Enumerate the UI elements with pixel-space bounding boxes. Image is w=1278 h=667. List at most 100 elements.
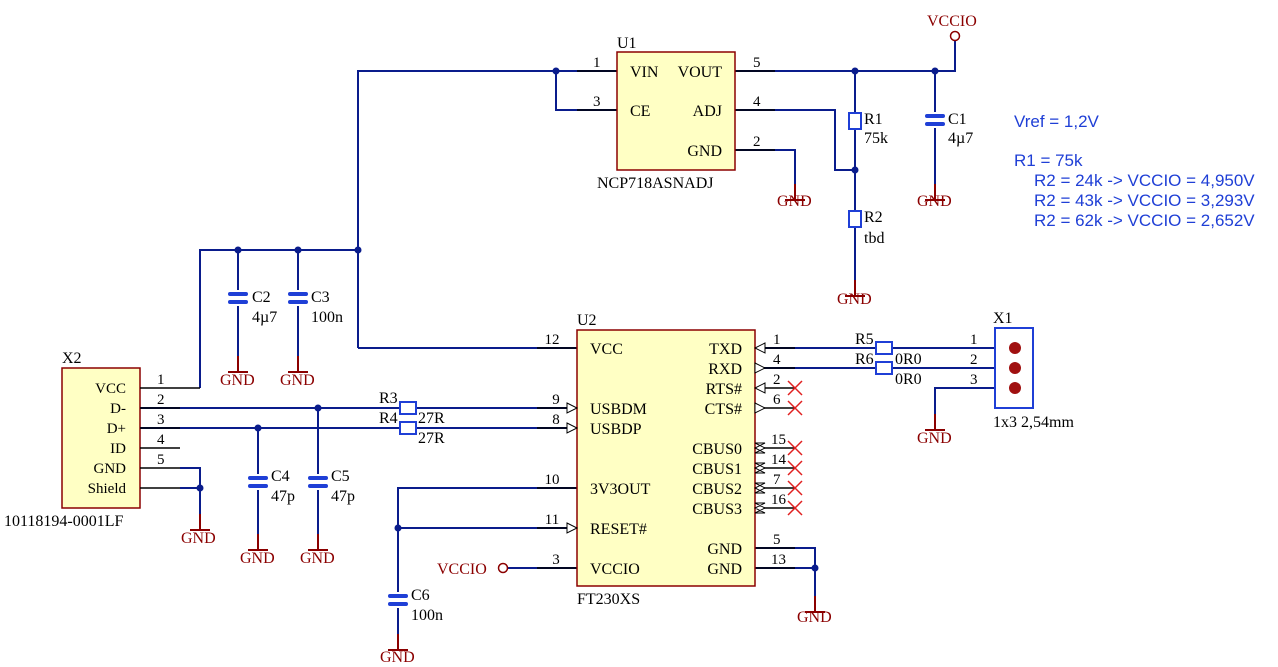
gnd-c2: GND xyxy=(220,355,255,389)
r5-ref: R5 xyxy=(855,331,874,348)
u2-part: FT230XS xyxy=(577,591,640,608)
x2-body xyxy=(61,367,141,509)
c1-value: 4µ7 xyxy=(948,130,973,147)
gnd-label: GND xyxy=(777,193,812,210)
u1-pin-num: 2 xyxy=(753,134,761,150)
resistor-r1[interactable]: R1 75k xyxy=(848,111,888,147)
u2-pin-num: 15 xyxy=(771,432,786,448)
u2-ft230xs[interactable]: U2 FT230XS VCC USBDM USBDP 3V3OUT RESET#… xyxy=(537,312,803,608)
u1-ref: U1 xyxy=(617,35,637,52)
gnd-label: GND xyxy=(220,372,255,389)
gnd-c1: GND xyxy=(917,183,952,210)
c4-value: 47p xyxy=(271,488,295,505)
gnd-label: GND xyxy=(797,609,832,626)
u2-pin-num: 2 xyxy=(773,372,781,388)
bidir-arrow-icon xyxy=(753,442,767,454)
note-vref: Vref = 1,2V xyxy=(1014,112,1100,131)
bidir-arrow-icon xyxy=(753,462,767,474)
gnd-x2: GND xyxy=(181,513,216,547)
ground-icon xyxy=(287,355,309,373)
design-notes: Vref = 1,2V R1 = 75k R2 = 24k -> VCCIO =… xyxy=(1014,112,1255,230)
x2-usb-connector[interactable]: X2 10118194-0001LF VCC D- D+ ID GND Shie… xyxy=(4,350,200,530)
capacitor-c1[interactable]: C1 4µ7 xyxy=(925,111,973,147)
x1-pin-num: 2 xyxy=(970,352,978,368)
note-r2-option: R2 = 62k -> VCCIO = 2,652V xyxy=(1034,211,1255,230)
r2-value: tbd xyxy=(864,230,884,247)
r4-ref: R4 xyxy=(379,410,398,427)
c5-value: 47p xyxy=(331,488,355,505)
u2-pin-name: CTS# xyxy=(705,401,742,418)
r5-value: 0R0 xyxy=(895,351,922,368)
u2-pin-num: 10 xyxy=(545,472,560,488)
ground-icon xyxy=(307,533,329,551)
c1-ref: C1 xyxy=(948,111,967,128)
ground-icon xyxy=(189,513,211,531)
u1-pin-num: 4 xyxy=(753,94,761,110)
input-arrow-icon xyxy=(566,422,579,434)
u1-regulator[interactable]: U1 NCP718ASNADJ VIN CE VOUT ADJ GND 1 3 … xyxy=(577,35,775,192)
u2-pin-num: 11 xyxy=(545,512,559,528)
gnd-u1: GND xyxy=(777,183,812,210)
gnd-label: GND xyxy=(837,291,872,308)
capacitor-c4[interactable]: C4 47p xyxy=(248,468,295,505)
resistor-r2[interactable]: R2 tbd xyxy=(848,209,884,247)
x1-pin-num: 1 xyxy=(970,332,978,348)
resistor-r5[interactable]: R5 0R0 xyxy=(855,331,922,368)
capacitor-c5[interactable]: C5 47p xyxy=(308,468,355,505)
u2-pin-num: 14 xyxy=(771,452,787,468)
input-arrow-icon xyxy=(566,402,579,414)
capacitor-c2[interactable]: C2 4µ7 xyxy=(228,289,277,326)
pin-socket-icon xyxy=(1009,382,1021,394)
resistor-r6[interactable]: R6 0R0 xyxy=(855,351,922,388)
power-port-icon xyxy=(497,562,509,574)
x2-pin-name: D- xyxy=(110,401,126,417)
x2-pin-name: ID xyxy=(110,441,126,457)
ground-icon xyxy=(924,413,946,431)
u2-pin-num: 8 xyxy=(552,412,560,428)
u2-pin-name: USBDP xyxy=(590,421,642,438)
ground-icon xyxy=(227,355,249,373)
output-arrow-icon xyxy=(753,382,766,394)
gnd-label: GND xyxy=(181,530,216,547)
u2-pin-num: 12 xyxy=(545,332,560,348)
bidir-arrow-icon xyxy=(753,502,767,514)
gnd-c5: GND xyxy=(300,533,335,567)
u1-pin-num: 5 xyxy=(753,55,761,71)
u2-pin-name: RESET# xyxy=(590,521,647,538)
r6-value: 0R0 xyxy=(895,371,922,388)
u2-pin-num: 9 xyxy=(552,392,560,408)
c3-ref: C3 xyxy=(311,289,330,306)
x1-header[interactable]: X1 1x3 2,54mm 1 2 3 xyxy=(970,310,1074,431)
capacitor-c3[interactable]: C3 100n xyxy=(288,289,343,326)
resistor-r3[interactable]: R3 27R xyxy=(379,390,445,427)
capacitor-c6[interactable]: C6 100n xyxy=(388,587,443,624)
gnd-u2: GND xyxy=(797,595,832,626)
x2-pin-num: 5 xyxy=(157,452,165,468)
u2-body xyxy=(576,329,756,587)
u2-ref: U2 xyxy=(577,312,597,329)
u1-pin-num: 1 xyxy=(593,55,601,71)
x2-pin-name: Shield xyxy=(88,481,127,497)
u2-pin-name: VCC xyxy=(590,341,623,358)
ground-icon xyxy=(387,633,409,651)
u1-pin-gnd: GND xyxy=(687,143,722,160)
u1-pin-adj: ADJ xyxy=(693,103,722,120)
u2-pin-name: VCCIO xyxy=(590,561,640,578)
vccio-top: VCCIO xyxy=(927,13,977,42)
input-arrow-icon xyxy=(754,402,767,414)
power-port-icon xyxy=(949,30,961,42)
c2-ref: C2 xyxy=(252,289,271,306)
u2-pin-name: GND xyxy=(707,561,742,578)
input-arrow-icon xyxy=(754,362,767,374)
note-r2-option: R2 = 43k -> VCCIO = 3,293V xyxy=(1034,191,1255,210)
u2-pin-name: GND xyxy=(707,541,742,558)
u2-pin-num: 1 xyxy=(773,332,781,348)
pin-socket-icon xyxy=(1009,342,1021,354)
gnd-label: GND xyxy=(380,649,415,666)
resistor-r4[interactable]: R4 27R xyxy=(379,410,445,447)
c5-ref: C5 xyxy=(331,468,350,485)
r3-ref: R3 xyxy=(379,390,398,407)
gnd-label: GND xyxy=(280,372,315,389)
x2-pin-name: VCC xyxy=(95,381,126,397)
u2-pin-name: TXD xyxy=(709,341,742,358)
